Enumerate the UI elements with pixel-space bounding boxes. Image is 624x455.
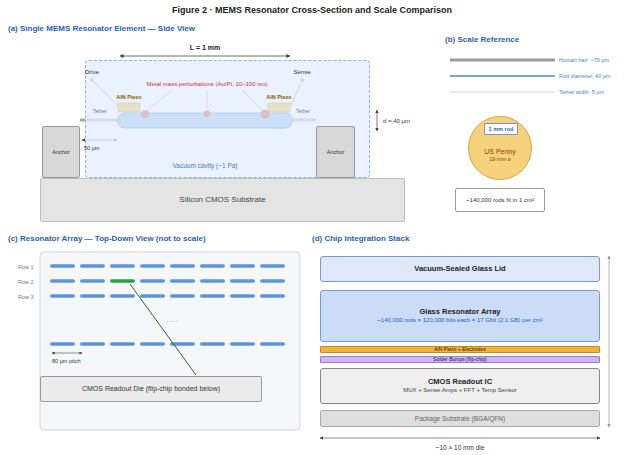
anchor-block: Anchor xyxy=(316,126,355,178)
dimension-label: 80 µm pitch xyxy=(52,358,81,364)
dimension-arrow xyxy=(120,56,290,57)
stack-layer: AlN Piezo + Electrodes xyxy=(320,346,600,353)
node-label: ~140,000 rods fit in 1 cm² xyxy=(466,197,534,204)
node-label: Anchor xyxy=(327,149,344,155)
rod xyxy=(80,294,105,298)
node-label: Anchor xyxy=(52,149,69,155)
rod xyxy=(230,294,255,298)
figure-title: Figure 2 · MEMS Resonator Cross-Section … xyxy=(172,6,452,16)
readout-die: CMOS Readout Die (flip-chip bonded below… xyxy=(40,376,262,402)
rod xyxy=(200,279,225,283)
panel-label: (b) Scale Reference xyxy=(445,36,519,45)
node-label: Package Substrate (BGA/QFN) xyxy=(415,415,505,422)
scale-label: Human hair: ~70 µm xyxy=(559,57,609,63)
row-label: Row 2 xyxy=(18,279,34,285)
tether-line xyxy=(450,92,555,93)
panel-label: (d) Chip Integration Stack xyxy=(312,235,409,244)
node-label: CMOS Readout Die (flip-chip bonded below… xyxy=(82,385,220,393)
rod xyxy=(50,294,75,298)
rod xyxy=(110,294,135,298)
scale-label: Rod diameter: 40 µm xyxy=(559,73,610,79)
node-label: Silicon CMOS Substrate xyxy=(179,195,265,204)
rod-line xyxy=(450,75,555,77)
callout-label: Metal mass perturbations (Au/Pt, 10–100 … xyxy=(146,81,267,88)
node-body: ~140,000 rods × 120,000 bits each = 17 G… xyxy=(377,317,542,324)
dimension-label: d = 40 µm xyxy=(383,118,410,125)
rod-scale-box: 1 mm rod xyxy=(484,123,518,135)
node-label: 1 mm rod xyxy=(489,126,514,132)
leader-line xyxy=(130,284,196,375)
rod xyxy=(200,264,225,268)
dimension-label: L = 1 mm xyxy=(190,44,220,52)
rod xyxy=(170,264,195,268)
rod xyxy=(260,279,285,283)
rod xyxy=(200,342,225,346)
substrate: Silicon CMOS Substrate xyxy=(40,178,405,222)
ellipsis: · · · xyxy=(167,318,178,326)
scale-label: Tether width: 5 µm xyxy=(559,89,604,95)
node-label: AlN Piezo + Electrodes xyxy=(434,347,485,353)
rod xyxy=(170,279,195,283)
node-label: Glass Resonator Array xyxy=(419,308,500,317)
rod xyxy=(80,264,105,268)
rod xyxy=(110,264,135,268)
dimension-arrow xyxy=(320,438,600,439)
row-label: Row 1 xyxy=(18,264,34,270)
rod xyxy=(200,294,225,298)
rod xyxy=(110,342,135,346)
dimension-label: 50 µm xyxy=(84,145,99,151)
stack-layer: CMOS Readout ICMUX + Sense Amps + FFT + … xyxy=(320,368,600,404)
array-panel xyxy=(40,252,300,430)
rod xyxy=(140,264,165,268)
dimension-label: ~10 × 10 mm die xyxy=(436,444,485,451)
rod xyxy=(230,264,255,268)
panel-label: (a) Single MEMS Resonator Element — Side… xyxy=(8,25,195,34)
stack-layer: Vacuum-Sealed Glass Lid xyxy=(320,256,600,282)
stack-layer: Glass Resonator Array~140,000 rods × 120… xyxy=(320,290,600,342)
rod xyxy=(110,279,135,283)
node-label: Vacuum-Sealed Glass Lid xyxy=(414,265,505,274)
stack-layer: Package Substrate (BGA/QFN) xyxy=(320,410,600,427)
row-label: Row 3 xyxy=(18,294,34,300)
stack-layer: Solder Bumps (flip-chip) xyxy=(320,356,600,363)
rod xyxy=(170,294,195,298)
dimension-arrow xyxy=(377,110,378,131)
anchor-block: Anchor xyxy=(42,126,80,178)
rod xyxy=(50,342,75,346)
rod xyxy=(50,279,75,283)
rod xyxy=(260,342,285,346)
rod-array xyxy=(50,264,285,346)
node-label: Vacuum cavity (~1 Pa) xyxy=(172,162,237,169)
rod xyxy=(140,294,165,298)
node-body: MUX + Sense Amps + FFT + Temp Sensor xyxy=(403,387,517,394)
part-label: AlN Piezo xyxy=(116,94,141,100)
rod xyxy=(260,294,285,298)
part-label: Tether xyxy=(296,109,310,115)
rod xyxy=(230,279,255,283)
part-label: Tether xyxy=(93,109,107,115)
part-label: AlN Piezo xyxy=(266,94,291,100)
signal-name: Drive xyxy=(85,69,99,76)
rod xyxy=(50,264,75,268)
panel-label: (c) Resonator Array — Top-Down View (not… xyxy=(8,235,206,244)
penny-circle: US Penny19 mm ⌀ 1 mm rod xyxy=(468,116,532,180)
dimension-arrow xyxy=(52,353,82,354)
rod xyxy=(140,279,165,283)
signal-name: Sense xyxy=(293,69,310,76)
node-label: US Penny xyxy=(484,148,516,156)
density-box: ~140,000 rods fit in 1 cm² xyxy=(455,188,545,212)
hair-line xyxy=(450,59,555,62)
node-label: CMOS Readout IC xyxy=(428,378,492,387)
rod xyxy=(140,342,165,346)
rod xyxy=(260,264,285,268)
dimension-arrow xyxy=(609,256,610,427)
node-label: Solder Bumps (flip-chip) xyxy=(433,357,486,363)
node-body: 19 mm ⌀ xyxy=(489,156,511,162)
rod xyxy=(80,279,105,283)
rod xyxy=(80,342,105,346)
rod xyxy=(230,342,255,346)
